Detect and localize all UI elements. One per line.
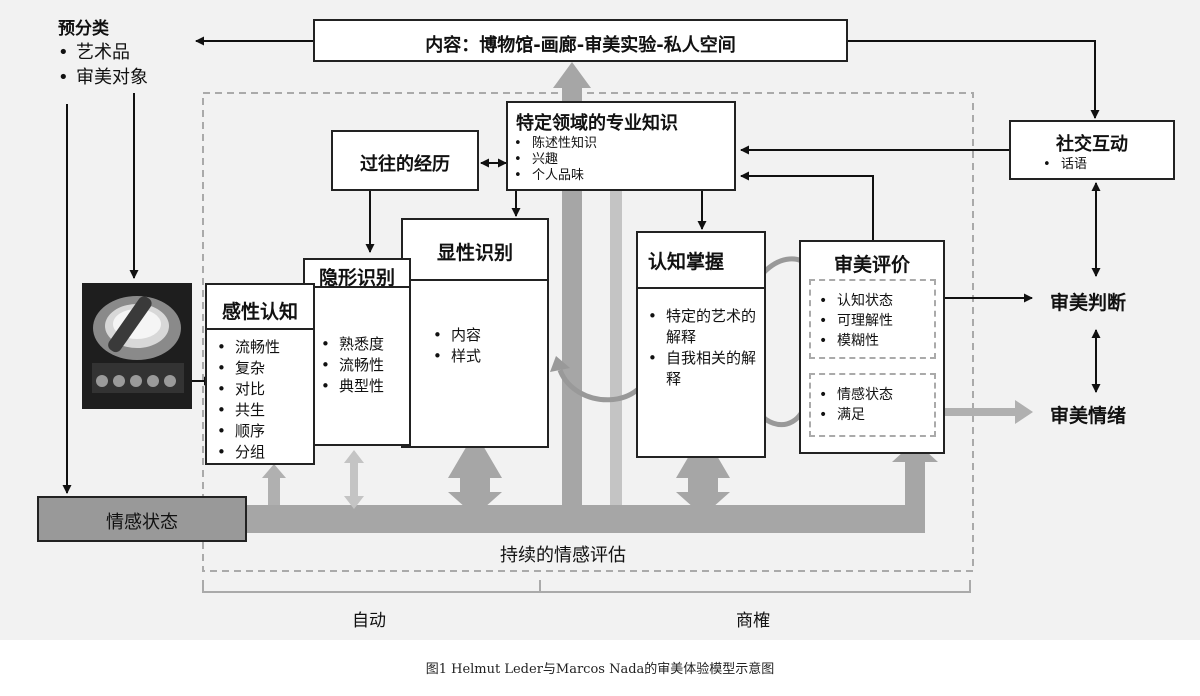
affective-evaluation-list: 情感状态 满足: [819, 385, 893, 425]
expertise-up-arrow: [604, 176, 628, 505]
automatic-label: 自动: [352, 611, 386, 631]
cognitive-mastering-list: 特定的艺术的解释 自我相关的解释: [648, 306, 761, 390]
social-interaction-box: 社交互动 话语: [1009, 120, 1175, 180]
perceptual-analysis-box: 感性认知 流畅性 复杂 对比 共生 顺序 分组: [205, 283, 315, 465]
perceptual-analysis-list: 流畅性 复杂 对比 共生 顺序 分组: [217, 337, 280, 463]
affective-state-label: 情感状态: [106, 512, 178, 533]
content-box: 内容：博物馆-画廊-审美实验-私人空间: [313, 19, 848, 62]
explicit-classification-list: 内容 样式: [433, 325, 481, 367]
list-item: 陈述性知识: [514, 136, 597, 152]
continuous-evaluation-label: 持续的情感评估: [500, 545, 626, 566]
perceptual-link-arrow: [262, 464, 286, 505]
affective-evaluation-group: 情感状态 满足: [809, 373, 936, 437]
list-item: 复杂: [217, 358, 280, 379]
social-interaction-list: 话语: [1043, 157, 1087, 173]
diagram-canvas: 预分类 艺术品 审美对象 内容：博物馆-画廊-审美实验-私人空间 特定领域的专业…: [0, 0, 1200, 640]
list-item: 流畅性: [321, 355, 384, 376]
explicit-classification-title: 显性识别: [436, 242, 513, 264]
list-item: 兴趣: [514, 152, 597, 168]
past-experience-title: 过往的经历: [360, 154, 450, 175]
affective-state-bar: [37, 496, 247, 542]
implicit-integration-box: 隐形识别 熟悉度 流畅性 典型性: [303, 258, 411, 446]
figure-caption: 图1 Helmut Leder与Marcos Nada的审美体验模型示意图: [425, 662, 775, 677]
list-item: 分组: [217, 442, 280, 463]
cognitive-mastering-box: 认知掌握 特定的艺术的解释 自我相关的解释: [636, 231, 766, 458]
artwork-image: [82, 283, 192, 409]
list-item: 顺序: [217, 421, 280, 442]
list-item: 流畅性: [217, 337, 280, 358]
list-item: 典型性: [321, 376, 384, 397]
list-item: 认知状态: [819, 291, 893, 311]
list-item: 特定的艺术的解释: [648, 306, 761, 348]
list-item: 艺术品: [58, 40, 148, 65]
list-item: 样式: [433, 346, 481, 367]
expertise-box: 特定领域的专业知识 陈述性知识 兴趣 个人品味: [506, 101, 736, 191]
continuous-evaluation-bar: [245, 441, 938, 533]
list-item: 模糊性: [819, 331, 893, 351]
expertise-title: 特定领域的专业知识: [516, 113, 678, 134]
aesthetic-emotion-label: 审美情绪: [1050, 405, 1127, 427]
cognitive-evaluation-group: 认知状态 可理解性 模糊性: [809, 279, 936, 359]
list-item: 可理解性: [819, 311, 893, 331]
deliberate-label: 商榷: [736, 611, 770, 631]
explicit-classification-box: 显性识别 内容 样式: [401, 218, 549, 448]
emotion-output-arrow: [945, 400, 1033, 424]
list-item: 共生: [217, 400, 280, 421]
expertise-list: 陈述性知识 兴趣 个人品味: [514, 136, 597, 184]
implicit-link-arrow: [344, 450, 364, 509]
processing-region-frame: [202, 92, 974, 572]
list-item: 内容: [433, 325, 481, 346]
perceptual-analysis-title: 感性认知: [221, 301, 298, 323]
implicit-integration-list: 熟悉度 流畅性 典型性: [321, 334, 384, 397]
explicit-double-arrow: [448, 432, 502, 516]
content-label: 内容：博物馆-画廊-审美实验-私人空间: [425, 35, 736, 56]
pre-classification-list: 艺术品 审美对象: [58, 40, 148, 90]
list-item: 话语: [1043, 157, 1087, 173]
list-item: 满足: [819, 405, 893, 425]
list-item: 自我相关的解释: [648, 348, 761, 390]
list-item: 情感状态: [819, 385, 893, 405]
evaluation-title: 审美评价: [833, 254, 910, 276]
implicit-integration-title: 隐形识别: [318, 267, 395, 289]
mastering-double-arrow: [676, 432, 730, 516]
evaluation-box: 审美评价 认知状态 可理解性 模糊性 情感状态 满足: [799, 240, 945, 454]
list-item: 熟悉度: [321, 334, 384, 355]
cognitive-mastering-title: 认知掌握: [648, 251, 725, 273]
list-item: 审美对象: [58, 65, 148, 90]
pre-classification-title: 预分类: [58, 19, 109, 39]
social-interaction-title: 社交互动: [1056, 134, 1128, 155]
cognitive-evaluation-list: 认知状态 可理解性 模糊性: [819, 291, 893, 351]
aesthetic-judgment-label: 审美判断: [1050, 292, 1127, 314]
list-item: 个人品味: [514, 168, 597, 184]
list-item: 对比: [217, 379, 280, 400]
diagram-connectors: [37, 36, 1101, 593]
past-experience-box: 过往的经历: [331, 130, 479, 191]
